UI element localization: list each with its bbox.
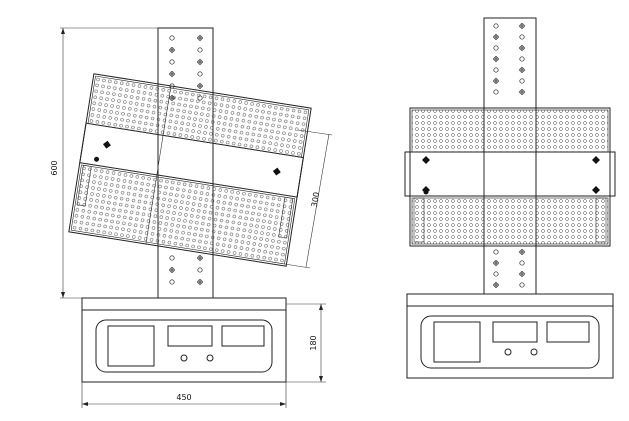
mounting-hole: [493, 78, 499, 84]
right-base-panel: [420, 315, 600, 369]
tilted-perforated-bottom: [70, 164, 296, 265]
mounting-hole: [519, 34, 525, 40]
mounting-hole: [197, 59, 203, 65]
left-base-window-3: [221, 325, 265, 347]
mounting-hole: [493, 45, 499, 51]
dimension-base-width: 450: [81, 382, 287, 408]
dimension-base-width-label: 450: [176, 393, 191, 402]
tilted-diamond-marker-left: [102, 140, 111, 149]
right-post-holes-top: [493, 23, 525, 95]
mounting-hole: [519, 56, 525, 62]
mounting-hole: [169, 71, 175, 77]
left-base-window-1: [107, 325, 155, 367]
tilted-panel: [68, 73, 312, 267]
left-base-body: [81, 309, 287, 383]
right-base-window-2: [492, 321, 538, 343]
mounting-hole: [493, 282, 499, 288]
mounting-hole: [493, 67, 499, 73]
dimension-panel-width: 300: [271, 129, 333, 269]
right-base-body: [406, 305, 614, 379]
left-base-window-2: [167, 325, 213, 347]
right-base-window-3: [546, 321, 590, 343]
dimension-panel-width-label: 300: [310, 191, 321, 208]
mounting-hole: [519, 282, 525, 288]
mounting-hole: [197, 71, 203, 77]
dimension-base-height: 180: [286, 303, 326, 383]
mounting-hole: [169, 59, 175, 65]
left-base-knob-1: [180, 354, 188, 362]
dimension-height: 600: [50, 27, 158, 299]
right-base-knob-1: [504, 348, 512, 356]
mounting-hole: [493, 34, 499, 40]
right-panel-outline: [409, 107, 611, 247]
mounting-hole: [169, 35, 175, 41]
right-post-holes-bottom: [493, 249, 525, 288]
mounting-hole: [519, 89, 525, 95]
mounting-hole: [197, 279, 203, 285]
right-dot-marker: [423, 189, 429, 195]
right-solid-band: [404, 151, 616, 197]
tilted-perforated-top: [87, 75, 310, 158]
right-base-window-1: [433, 321, 481, 363]
dimension-height-label: 600: [50, 160, 59, 175]
mounting-hole: [519, 249, 525, 255]
mounting-hole: [197, 255, 203, 261]
mounting-hole: [197, 267, 203, 273]
right-view: [404, 17, 616, 379]
left-base-knob-2: [206, 354, 214, 362]
right-perforated-top: [411, 109, 609, 153]
right-diamond-marker-2: [592, 156, 600, 164]
mounting-hole: [519, 45, 525, 51]
mounting-hole: [197, 83, 203, 89]
mounting-hole: [169, 279, 175, 285]
left-post: [157, 27, 214, 299]
mounting-hole: [519, 260, 525, 266]
mounting-hole: [519, 78, 525, 84]
right-perforated-bottom: [411, 197, 609, 245]
left-base: [81, 297, 287, 383]
left-view: 600 300 180: [50, 27, 333, 408]
right-diamond-marker-1: [422, 156, 430, 164]
mounting-hole: [169, 267, 175, 273]
mounting-hole: [519, 23, 525, 29]
left-base-panel: [95, 319, 273, 373]
dimension-base-height-label: 180: [309, 335, 318, 350]
mounting-hole: [197, 35, 203, 41]
mounting-hole: [169, 255, 175, 261]
mounting-hole: [519, 67, 525, 73]
mounting-hole: [493, 89, 499, 95]
right-base-knob-2: [530, 348, 538, 356]
mounting-hole: [493, 260, 499, 266]
mounting-hole: [493, 23, 499, 29]
mounting-hole: [493, 56, 499, 62]
tilted-dot-marker: [94, 156, 100, 162]
mounting-hole: [493, 271, 499, 277]
mounting-hole: [493, 249, 499, 255]
mounting-hole: [197, 47, 203, 53]
mounting-hole: [169, 47, 175, 53]
left-post-holes-bottom: [169, 255, 203, 285]
right-post: [483, 17, 537, 295]
tilted-diamond-marker-right: [272, 167, 281, 176]
right-diamond-marker-4: [592, 186, 600, 194]
mounting-hole: [519, 271, 525, 277]
